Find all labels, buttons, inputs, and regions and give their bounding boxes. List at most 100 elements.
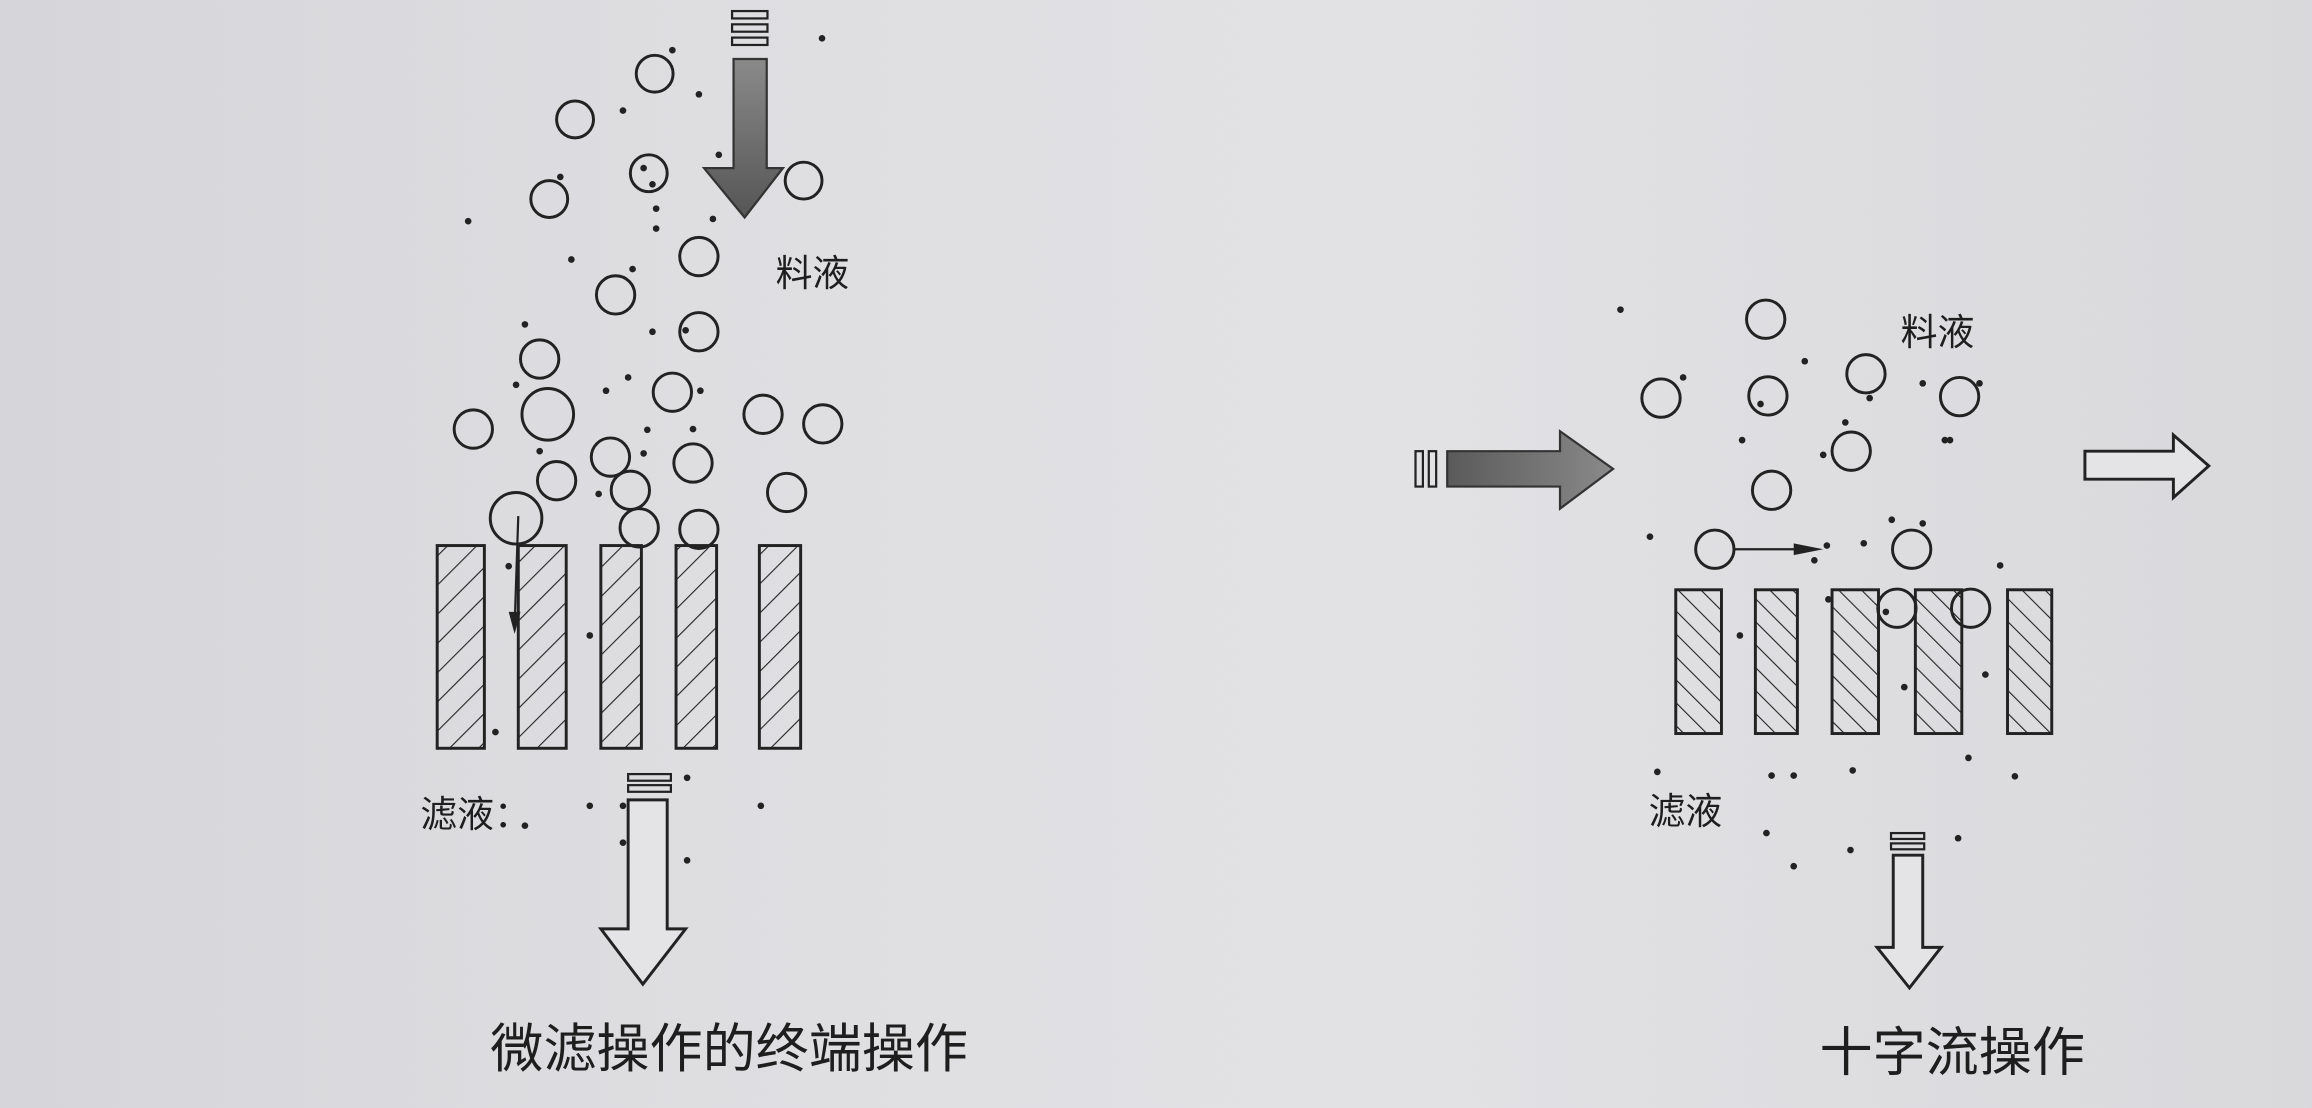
- particle-small: [1811, 556, 1818, 564]
- particles-large: [1640, 298, 1992, 629]
- particle-small: [715, 151, 723, 159]
- caption: 微滤操作的终端操作: [490, 1018, 968, 1080]
- particle-large: [765, 471, 808, 514]
- membrane-bar: [516, 544, 568, 750]
- membrane-bar: [2006, 588, 2054, 736]
- particle-large: [519, 338, 561, 380]
- particle-small: [640, 164, 647, 172]
- particle-large: [783, 160, 824, 201]
- particle-small: [818, 35, 826, 42]
- cross-flow-filtration-diagram: 料液 滤液 十字流操作: [1156, 0, 2312, 1104]
- particle-small: [1763, 829, 1770, 837]
- particle-large: [628, 153, 669, 194]
- particle-small: [521, 822, 529, 830]
- membrane-bar: [757, 544, 803, 750]
- particle-small: [1801, 357, 1809, 365]
- particle-large: [1845, 353, 1887, 395]
- membrane-bar: [435, 544, 486, 750]
- particle-small: [697, 387, 704, 395]
- particle-large: [634, 53, 675, 94]
- particle-small: [695, 91, 703, 98]
- particle-small: [649, 180, 656, 188]
- particle-small: [1954, 834, 1962, 842]
- particle-large: [555, 99, 595, 140]
- particle-small: [505, 562, 513, 570]
- particle-large: [651, 371, 694, 413]
- particle-small: [1976, 380, 1983, 387]
- feed-arrow-right: [1414, 429, 1615, 511]
- particle-small: [1790, 862, 1798, 870]
- retentate-arrow-right: [2083, 431, 2211, 501]
- filtrate-label: 滤液：: [420, 793, 531, 836]
- particle-small: [521, 321, 529, 328]
- feed-label: 料液: [1901, 311, 1975, 354]
- particle-small: [709, 215, 717, 223]
- particle-small: [629, 265, 636, 273]
- particle-small: [1679, 374, 1687, 381]
- particle-large: [1891, 528, 1933, 570]
- particle-small: [1941, 436, 1949, 444]
- particle-large: [742, 393, 784, 435]
- particle-large: [678, 235, 720, 278]
- particle-small: [1965, 754, 1972, 762]
- particle-small: [536, 447, 543, 455]
- particle-small: [1996, 562, 2004, 569]
- particle-small: [619, 802, 627, 810]
- particle-small: [1819, 451, 1827, 459]
- particle-small: [1982, 671, 1989, 678]
- membrane: [435, 544, 803, 750]
- particles-small: [1617, 306, 2019, 870]
- particle-small: [1866, 394, 1873, 402]
- particle-small: [643, 426, 651, 434]
- particle-small: [652, 205, 660, 212]
- particle-large: [672, 442, 714, 484]
- particle-small: [1849, 767, 1857, 774]
- particle-small: [1860, 540, 1868, 547]
- particle-large: [618, 507, 660, 549]
- particle-small: [1757, 400, 1764, 408]
- particle-small: [1823, 542, 1831, 549]
- particle-large: [1640, 377, 1682, 419]
- particle-small: [683, 774, 691, 782]
- particle-large: [452, 408, 494, 450]
- particle-small: [1738, 436, 1746, 444]
- particle-large: [1938, 375, 1981, 418]
- particle-small: [512, 381, 520, 389]
- particle-small: [568, 256, 575, 263]
- membrane-bar: [1830, 588, 1880, 736]
- particle-small: [757, 802, 765, 810]
- particle-small: [619, 839, 627, 846]
- particle-small: [1842, 419, 1849, 426]
- particle-small: [624, 374, 632, 381]
- particle-large: [802, 403, 844, 445]
- particle-small: [1847, 846, 1854, 854]
- particle-small: [586, 632, 594, 639]
- particle-large: [529, 179, 570, 219]
- particle-small: [464, 217, 472, 225]
- particles-large: [452, 53, 844, 550]
- particle-small: [586, 802, 594, 810]
- particle-large: [1747, 375, 1789, 417]
- particle-small: [1654, 768, 1661, 776]
- particle-large: [678, 311, 720, 353]
- particle-large: [520, 387, 576, 442]
- particle-large: [1745, 298, 1787, 340]
- caption: 十字流操作: [1820, 1021, 2085, 1083]
- dead-end-svg: 料液 滤液： 微滤操作的终端操作: [420, 9, 968, 1080]
- particle-small: [1617, 306, 1624, 313]
- particle-large: [535, 460, 578, 502]
- particle-large: [488, 490, 544, 546]
- particle-large: [1950, 587, 1992, 629]
- particle-small: [683, 857, 691, 864]
- particle-small: [1946, 436, 1954, 444]
- particle-large: [609, 469, 651, 511]
- feed-arrow-down: [701, 9, 786, 220]
- particle-path-arrow: [1734, 543, 1824, 556]
- membrane-bar: [1753, 588, 1799, 736]
- particle-large: [1876, 587, 1918, 629]
- particles-small: [464, 35, 826, 864]
- particle-path-arrow: [508, 516, 521, 635]
- filtrate-arrow-down: [1873, 831, 1945, 991]
- particle-small: [595, 490, 602, 498]
- cross-flow-svg: 料液 滤液 十字流操作: [1414, 298, 2211, 1083]
